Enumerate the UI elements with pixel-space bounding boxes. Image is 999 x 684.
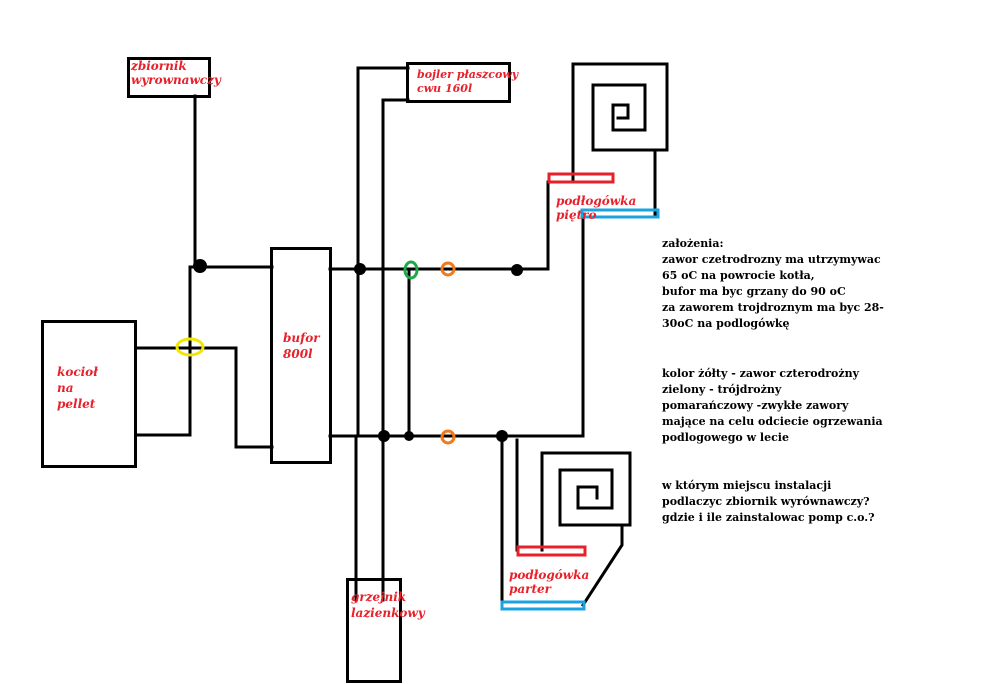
upstairs-supply-manifold — [547, 172, 615, 184]
upstairs-spiral — [571, 62, 669, 184]
buffer-tank-box — [270, 247, 332, 464]
question-note: w którym miejscu instalacji podlaczyc zb… — [662, 479, 875, 524]
junction-dot — [193, 259, 207, 273]
bathroom-radiator-label: grzejnik lazienkowy — [351, 590, 425, 620]
valve-legend-note: kolor żółty - zawor czterodrożny zielony… — [662, 367, 883, 444]
boiler-cwu-label: bojler płaszcowy cwu 160l — [417, 68, 519, 95]
ground-spiral — [540, 451, 632, 552]
ground-return-manifold — [500, 600, 586, 611]
ground-spiral-out — [580, 523, 624, 608]
junction-dot — [511, 264, 523, 276]
boiler-cwu-box — [406, 62, 511, 103]
pellet-boiler-box — [41, 320, 137, 468]
buffer-label: bufor 800l — [283, 331, 320, 361]
ground-supply-manifold — [516, 545, 587, 557]
four-way-valve — [175, 337, 205, 357]
assumptions-note: założenia: zawor czetrodrozny ma utrzymy… — [662, 237, 884, 330]
junction-dot — [378, 430, 390, 442]
expansion-tank-label: zbiornik wyrownawczy — [131, 59, 221, 87]
floor-upstairs-label: podłogówka piętro — [556, 194, 637, 222]
shutoff-valve-return — [440, 429, 456, 445]
bathroom-radiator-box — [346, 578, 402, 683]
upstairs-return-manifold — [580, 208, 660, 219]
pellet-boiler-label: kocioł na pellet — [57, 365, 98, 411]
junction-dot — [404, 431, 414, 441]
three-way-valve — [403, 260, 419, 280]
shutoff-valve-supply — [440, 261, 456, 277]
expansion-tank-box — [127, 57, 211, 98]
junction-dot — [354, 263, 366, 275]
floor-ground-label: podłogówka parter — [509, 568, 590, 596]
junction-dot — [496, 430, 508, 442]
